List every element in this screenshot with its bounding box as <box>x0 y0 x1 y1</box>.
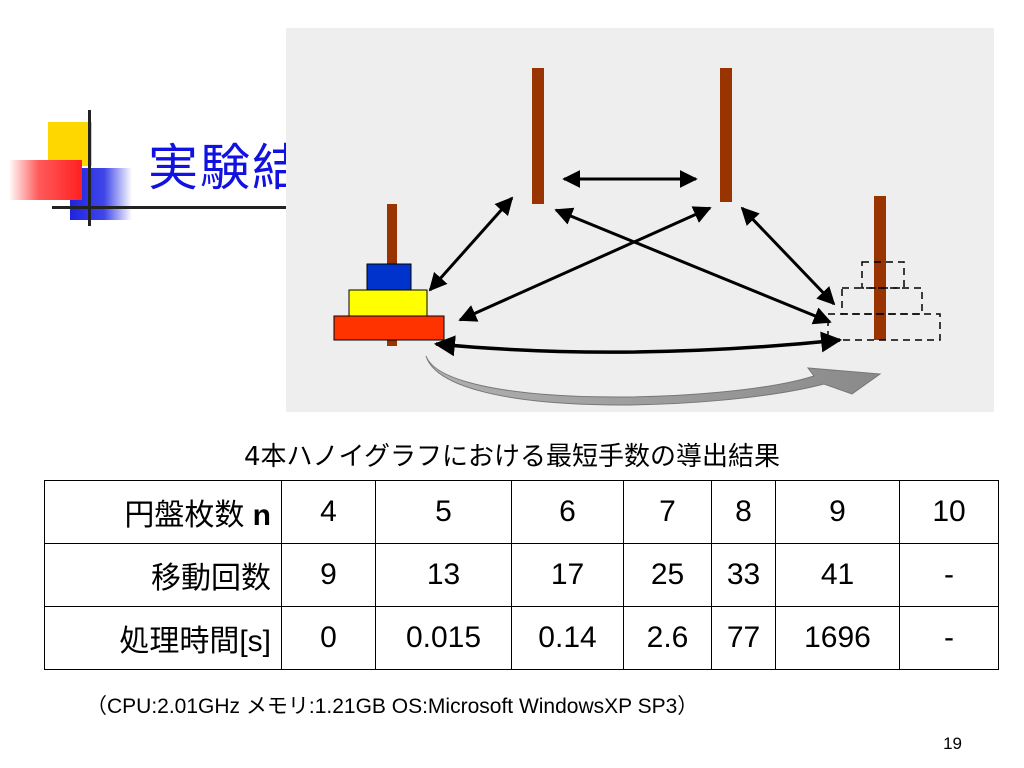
move-swoosh-arrow <box>425 355 882 406</box>
disk-large <box>333 315 445 341</box>
table-cell: 0.015 <box>375 606 512 670</box>
peg-right <box>874 196 886 340</box>
slide-logo <box>0 0 160 240</box>
arrow-left-to-top-right <box>458 206 712 322</box>
table-cell: 10 <box>899 480 999 544</box>
arrow-left-to-right <box>433 331 843 357</box>
row-header: 円盤枚数 n <box>44 480 282 544</box>
table-cell: 9 <box>775 480 900 544</box>
table-cell: 4 <box>281 480 376 544</box>
title-underline <box>52 206 292 209</box>
table-cell: 17 <box>511 543 624 607</box>
row-header-text: 円盤枚数 <box>124 499 253 532</box>
logo-yellow-square <box>48 122 92 166</box>
table-cell: 13 <box>375 543 512 607</box>
dashed-disk-large <box>827 313 941 341</box>
table-cell: 7 <box>623 480 712 544</box>
table-cell: 41 <box>775 543 900 607</box>
logo-vertical-line <box>88 110 91 226</box>
arrow-top-right-to-right <box>740 206 836 306</box>
disk-medium <box>348 289 428 317</box>
peg-top-left <box>532 68 544 204</box>
row-header: 移動回数 <box>44 543 282 607</box>
table-cell: - <box>899 543 999 607</box>
row-header-variable: n <box>252 499 271 532</box>
table-cell: 2.6 <box>623 606 712 670</box>
table-row-disk-count: 円盤枚数 n 4 5 6 7 8 9 10 <box>44 480 999 544</box>
table-cell: 6 <box>511 480 624 544</box>
peg-top-right <box>720 68 732 202</box>
table-cell: 33 <box>711 543 776 607</box>
table-cell: 8 <box>711 480 776 544</box>
table-row-processing-time: 処理時間[s] 0 0.015 0.14 2.6 77 1696 - <box>44 606 999 670</box>
table-cell: 1696 <box>775 606 900 670</box>
table-cell: 25 <box>623 543 712 607</box>
table-caption: 4本ハノイグラフにおける最短手数の導出結果 <box>243 442 781 472</box>
logo-red-square <box>10 160 82 200</box>
row-header: 処理時間[s] <box>44 606 282 670</box>
hanoi-graph-svg <box>333 68 941 406</box>
table-cell: 5 <box>375 480 512 544</box>
arrow-left-to-top-left <box>428 196 514 292</box>
arrow-top-left-to-right <box>554 207 832 325</box>
table-row-move-count: 移動回数 9 13 17 25 33 41 - <box>44 543 999 607</box>
page-number: 19 <box>943 734 962 753</box>
hanoi-graph-diagram <box>286 28 994 412</box>
table-cell: 77 <box>711 606 776 670</box>
table-cell: - <box>899 606 999 670</box>
table-cell: 9 <box>281 543 376 607</box>
results-table: 円盤枚数 n 4 5 6 7 8 9 10 移動回数 9 13 17 25 33… <box>44 480 999 670</box>
table-cell: 0.14 <box>511 606 624 670</box>
environment-footnote: （CPU:2.01GHz メモリ:1.21GB OS:Microsoft Win… <box>86 695 699 718</box>
table-cell: 0 <box>281 606 376 670</box>
disk-small <box>366 263 412 291</box>
